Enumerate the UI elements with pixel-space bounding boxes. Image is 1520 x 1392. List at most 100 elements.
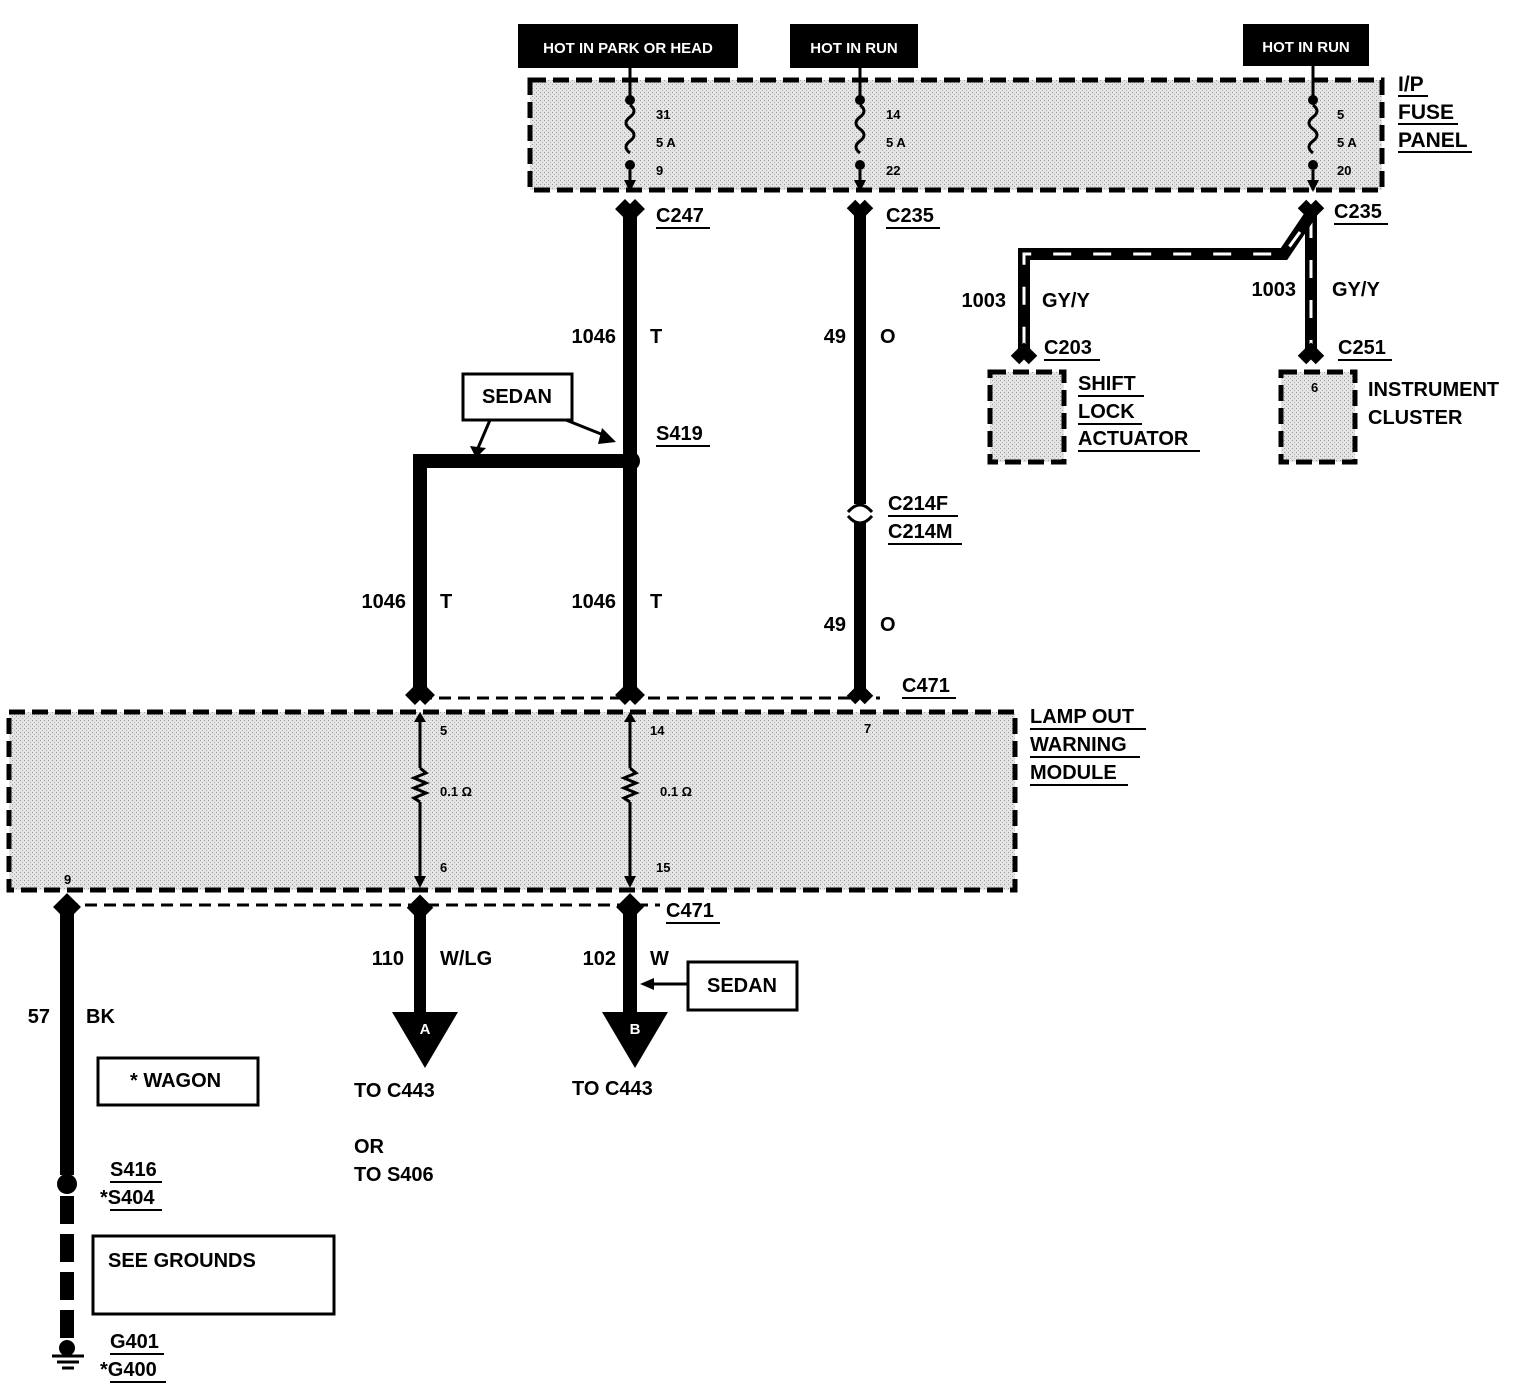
lamp-out-warning-module-label: LAMP OUT WARNING MODULE	[1030, 706, 1146, 786]
module-pin-9: 9	[64, 872, 71, 887]
svg-text:LAMP OUT: LAMP OUT	[1030, 706, 1134, 728]
svg-text:15: 15	[656, 860, 670, 875]
svg-text:6: 6	[440, 860, 447, 875]
svg-text:FUSE: FUSE	[1398, 101, 1454, 124]
fuse-panel-label: I/P FUSE PANEL	[1398, 73, 1472, 153]
terminal-b-letter: B	[630, 1021, 641, 1038]
lamp-out-warning-module-box	[6, 709, 1018, 893]
wire-1046-right-color: T	[650, 591, 662, 613]
connector-c214: C214F C214M	[888, 493, 962, 545]
svg-text:S419: S419	[656, 423, 703, 445]
svg-text:5 A: 5 A	[656, 135, 676, 150]
instrument-cluster-label: INSTRUMENT CLUSTER	[1368, 379, 1499, 429]
wire-102	[602, 893, 668, 1068]
shift-lock-actuator-box	[987, 369, 1067, 465]
svg-text:S416: S416	[110, 1159, 157, 1181]
svg-text:C251: C251	[1338, 337, 1386, 359]
splice-s416: S416 *S404	[100, 1159, 162, 1211]
svg-text:HOT IN RUN: HOT IN RUN	[810, 40, 898, 57]
svg-text:OR: OR	[354, 1136, 385, 1158]
terminal-b-destination: TO C443	[572, 1078, 653, 1100]
header-hot-in-run-1: HOT IN RUN	[790, 24, 918, 68]
svg-text:SHIFT: SHIFT	[1078, 373, 1136, 395]
svg-text:0.1 Ω: 0.1 Ω	[660, 784, 692, 799]
svg-text:INSTRUMENT: INSTRUMENT	[1368, 379, 1499, 401]
wire-1003-right-number: 1003	[1252, 279, 1297, 301]
svg-text:SEDAN: SEDAN	[707, 975, 777, 997]
svg-text:C471: C471	[902, 675, 950, 697]
wire-110	[392, 894, 458, 1068]
svg-text:C235: C235	[1334, 201, 1382, 223]
connector-c471-top: C471	[902, 675, 956, 699]
wire-1046-sedan-branch	[405, 454, 630, 705]
wire-110-number: 110	[372, 948, 404, 970]
wire-1046-right-number: 1046	[572, 591, 617, 613]
wire-1046-left-color: T	[440, 591, 452, 613]
svg-text:G401: G401	[110, 1331, 159, 1353]
svg-text:14: 14	[650, 723, 665, 738]
svg-text:9: 9	[656, 163, 663, 178]
svg-text:SEE GROUNDS: SEE GROUNDS	[108, 1250, 256, 1272]
wire-1003-left-color: GY/Y	[1042, 290, 1090, 312]
svg-text:TO C443: TO C443	[354, 1080, 435, 1102]
svg-text:HOT IN RUN: HOT IN RUN	[1262, 39, 1350, 56]
svg-text:5: 5	[440, 723, 447, 738]
svg-text:0.1 Ω: 0.1 Ω	[440, 784, 472, 799]
ground-g401: G401 *G400	[100, 1331, 166, 1383]
wire-49-top-number: 49	[824, 326, 846, 348]
connector-c235-a: C235	[886, 205, 940, 229]
wire-1003-left-number: 1003	[962, 290, 1007, 312]
header-hot-in-park-or-head: HOT IN PARK OR HEAD	[518, 24, 738, 68]
svg-text:SEDAN: SEDAN	[482, 386, 552, 408]
svg-text:C471: C471	[666, 900, 714, 922]
wire-110-color: W/LG	[440, 948, 492, 970]
wire-57	[53, 893, 81, 1346]
svg-text:20: 20	[1337, 163, 1351, 178]
sedan-note-top: SEDAN	[461, 372, 616, 458]
svg-text:HOT IN PARK OR HEAD: HOT IN PARK OR HEAD	[543, 40, 713, 57]
wire-49-top-color: O	[880, 326, 896, 348]
svg-text:MODULE: MODULE	[1030, 762, 1117, 784]
svg-text:TO S406: TO S406	[354, 1164, 434, 1186]
connector-c251: C251	[1338, 337, 1392, 361]
wire-49-bottom-color: O	[880, 614, 896, 636]
fuse-3: 5 5 A 20	[1307, 66, 1357, 192]
connector-c203: C203	[1044, 337, 1100, 361]
sedan-note-bottom: SEDAN	[640, 960, 799, 1012]
fuse-panel-box	[527, 77, 1385, 193]
svg-text:C214M: C214M	[888, 521, 952, 543]
wire-102-number: 102	[583, 948, 616, 970]
see-grounds-note: SEE GROUNDS	[91, 1234, 336, 1316]
svg-text:31: 31	[656, 107, 670, 122]
header-hot-in-run-2: HOT IN RUN	[1243, 24, 1369, 66]
svg-text:C235: C235	[886, 205, 934, 227]
svg-text:14: 14	[886, 107, 901, 122]
wire-102-color: W	[650, 948, 669, 970]
connector-c471-bottom: C471	[666, 900, 720, 924]
connector-c247: C247	[656, 205, 710, 229]
svg-text:* WAGON: * WAGON	[130, 1070, 221, 1092]
wagon-note: * WAGON	[96, 1056, 260, 1107]
wire-57-number: 57	[28, 1006, 50, 1028]
svg-text:ACTUATOR: ACTUATOR	[1078, 428, 1189, 450]
svg-text:C203: C203	[1044, 337, 1092, 359]
shift-lock-actuator-label: SHIFT LOCK ACTUATOR	[1078, 373, 1200, 452]
wire-1003	[1010, 199, 1325, 365]
svg-text:I/P: I/P	[1398, 73, 1424, 96]
svg-text:*G400: *G400	[100, 1359, 157, 1381]
wire-49-bottom-number: 49	[824, 614, 846, 636]
svg-text:CLUSTER: CLUSTER	[1368, 407, 1463, 429]
svg-text:WARNING: WARNING	[1030, 734, 1127, 756]
terminal-a-destination: TO C443 OR TO S406	[354, 1080, 435, 1186]
svg-text:22: 22	[886, 163, 900, 178]
fuse-1: 31 5 A 9	[624, 68, 676, 192]
ground-icon	[52, 1340, 84, 1370]
svg-text:5 A: 5 A	[1337, 135, 1357, 150]
module-pin-7: 7	[864, 721, 871, 736]
wire-57-color: BK	[86, 1006, 115, 1028]
connector-c235-b: C235	[1334, 201, 1388, 225]
module-resistor-left: 5 0.1 Ω 6	[410, 712, 472, 888]
svg-text:*S404: *S404	[100, 1187, 155, 1209]
fuse-2: 14 5 A 22	[854, 68, 906, 192]
